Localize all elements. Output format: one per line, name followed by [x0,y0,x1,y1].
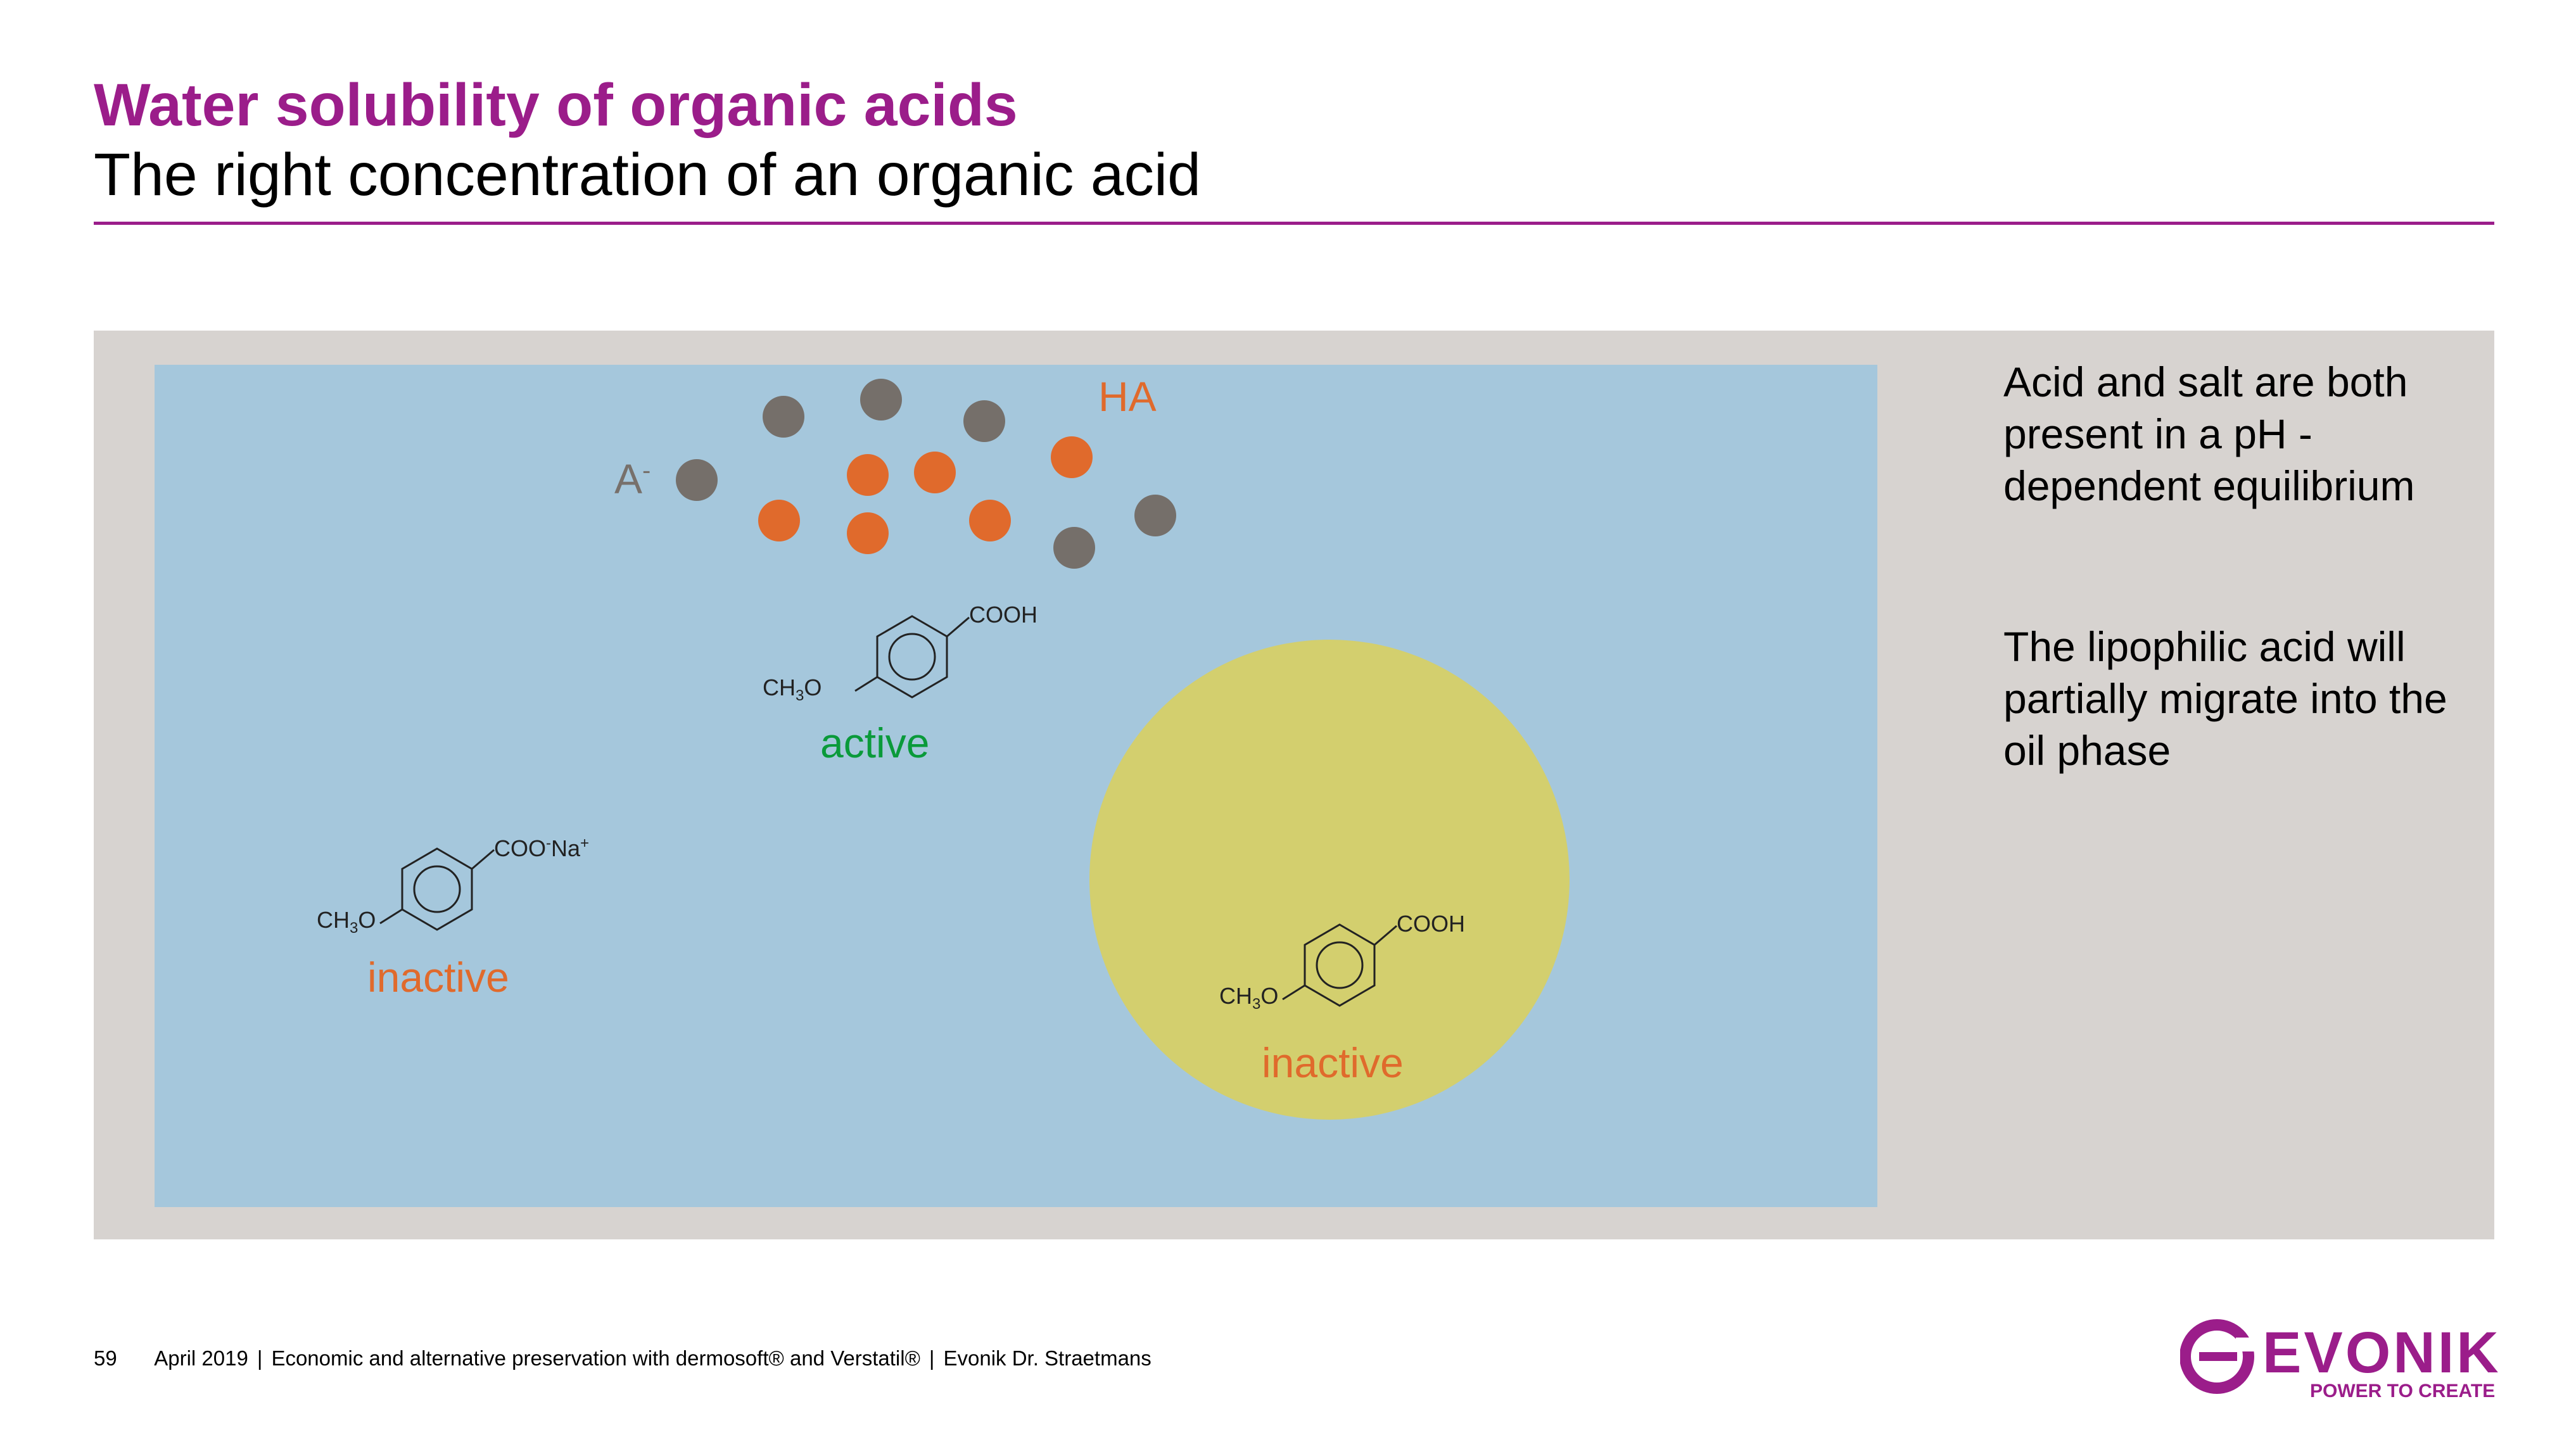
anion-particle [676,459,718,501]
molecule-salt-water: COO-Na+ CH3O [317,830,633,944]
methoxy-end: O [1260,983,1279,1009]
footer: 59 April 2019 | Economic and alternative p… [94,1346,1152,1370]
slide-title: Water solubility of organic acids [94,72,1018,139]
footer-separator: | [929,1346,935,1370]
mol-salt-group: COO-Na+ [494,835,589,862]
logo-brand: EVONIK [2262,1320,2501,1385]
benzene-ring-icon [1282,923,1397,1007]
label-a-minus-text: A [614,455,643,502]
methoxy-text: CH [1219,983,1252,1009]
slide-subtitle: The right concentration of an organic ac… [94,141,1201,208]
logo-tagline: POWER TO CREATE [2310,1381,2496,1402]
salt-plus: + [580,835,590,852]
anion-particle [763,396,804,438]
footer-separator: | [257,1346,263,1370]
mol-acid-methoxy: CH3O [763,674,822,705]
anion-particle [1134,495,1176,536]
acid-particle [969,500,1011,541]
mol-oil-methoxy: CH3O [1219,983,1278,1013]
methoxy-sub: 3 [1252,996,1261,1013]
salt-group-text: COO [494,835,547,861]
acid-particle [758,500,800,541]
footer-topic: Economic and alternative preservation wi… [271,1346,920,1370]
methoxy-end: O [804,674,822,700]
label-ha: HA [1098,373,1157,420]
benzene-ring-icon [379,847,495,931]
acid-particle [914,452,956,493]
benzene-ring-icon [854,615,970,699]
label-a-minus: A- [614,455,650,503]
methoxy-text: CH [763,674,796,700]
footer-date: April 2019 [154,1346,248,1370]
mol-oil-group: COOH [1397,911,1465,937]
acid-particle [1051,436,1093,478]
mol-acid-group: COOH [969,602,1037,628]
salt-counter-ion: Na [551,835,581,861]
acid-particle [847,454,889,496]
title-divider [94,222,2494,225]
anion-particle [1053,527,1095,569]
methoxy-sub: 3 [796,687,804,705]
salt-minus: - [546,835,552,852]
acid-particle [847,512,889,554]
methoxy-text: CH [317,907,350,933]
mol-salt-methoxy: CH3O [317,907,376,937]
page-number: 59 [94,1346,117,1370]
anion-particle [963,400,1005,442]
label-inactive-oil: inactive [1262,1039,1404,1086]
side-text-equilibrium: Acid and salt are both present in a pH -… [2003,358,2415,509]
water-phase [155,365,1877,1207]
side-text-migration: The lipophilic acid will partially migra… [2003,623,2447,774]
footer-author: Evonik Dr. Straetmans [943,1346,1152,1370]
molecule-acid-oil: COOH CH3O [1219,906,1498,1020]
methoxy-end: O [358,907,376,933]
evonik-swirl-icon [2180,1319,2255,1394]
label-active: active [820,719,930,766]
molecule-acid-water: COOH CH3O [760,598,1039,712]
methoxy-sub: 3 [350,920,358,937]
label-a-minus-charge: - [642,457,651,484]
evonik-logo: EVONIK POWER TO CREATE [2180,1312,2499,1407]
oil-droplet [1089,640,1570,1120]
label-inactive-water: inactive [367,954,509,1001]
anion-particle [860,379,902,421]
